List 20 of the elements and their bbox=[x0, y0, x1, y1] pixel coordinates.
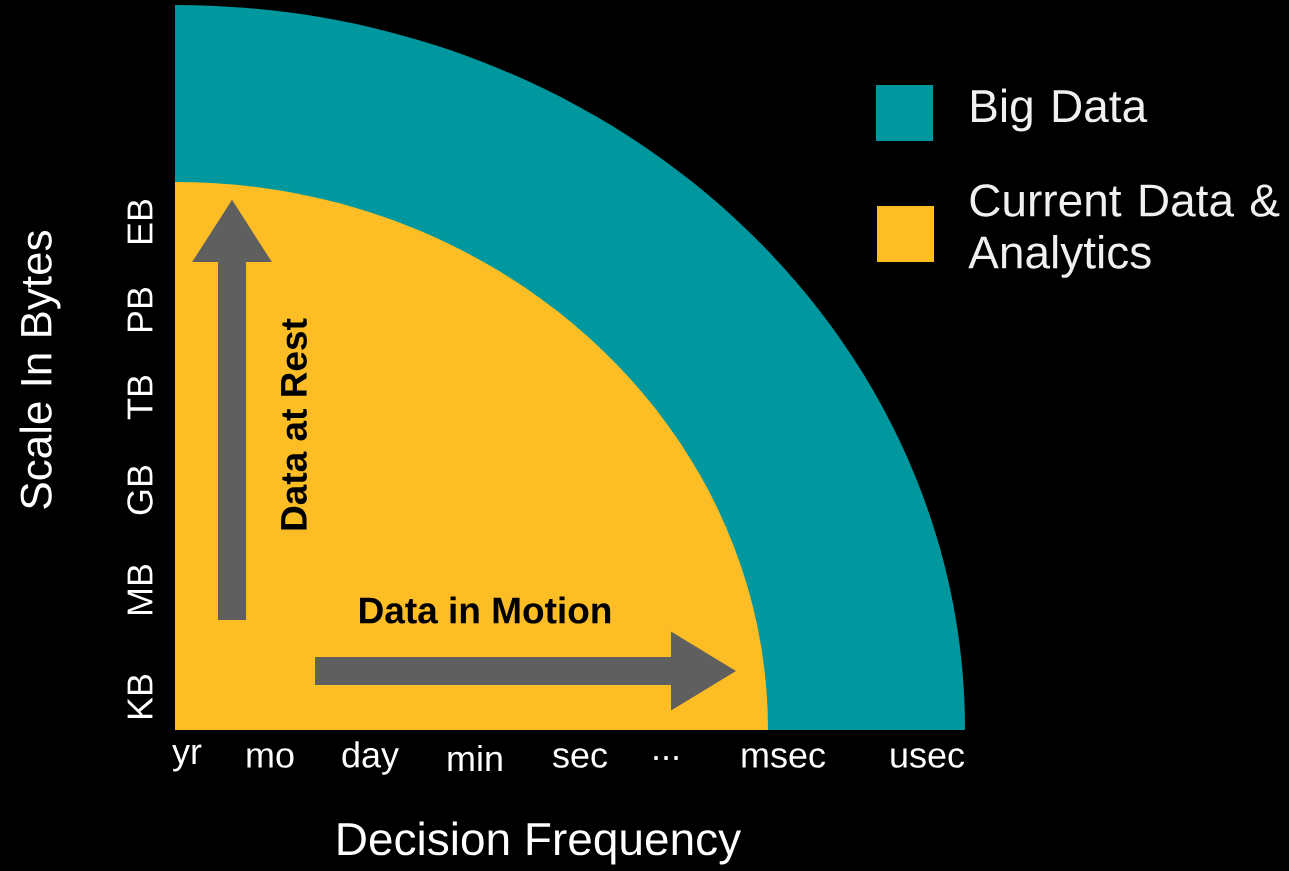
tick-label: KB bbox=[127, 674, 153, 719]
tick-label: mo bbox=[247, 748, 294, 768]
tick-label: GB bbox=[127, 465, 153, 515]
tick-label: TB bbox=[127, 375, 153, 420]
tick-label: PB bbox=[127, 287, 153, 332]
axis-title: Scale In Bytes bbox=[19, 231, 61, 509]
tick-label: sec bbox=[553, 748, 608, 768]
arrow-label: Data at Rest bbox=[281, 318, 307, 530]
tick-label: EB bbox=[127, 199, 153, 244]
tick-label: usec bbox=[891, 748, 965, 768]
tick-label: min bbox=[448, 744, 502, 772]
tick-label: ... bbox=[654, 756, 678, 760]
tick-label: yr bbox=[172, 744, 202, 772]
axis-title: Decision Frequency bbox=[338, 821, 742, 865]
tick-label: day bbox=[342, 741, 399, 775]
legend-label: Big Data bbox=[972, 88, 1148, 132]
legend-label: Current Data & Analytics bbox=[968, 184, 1280, 278]
tick-label: msec bbox=[742, 748, 826, 768]
tick-label: MB bbox=[127, 564, 153, 615]
arrow-label: Data in Motion bbox=[360, 596, 611, 624]
